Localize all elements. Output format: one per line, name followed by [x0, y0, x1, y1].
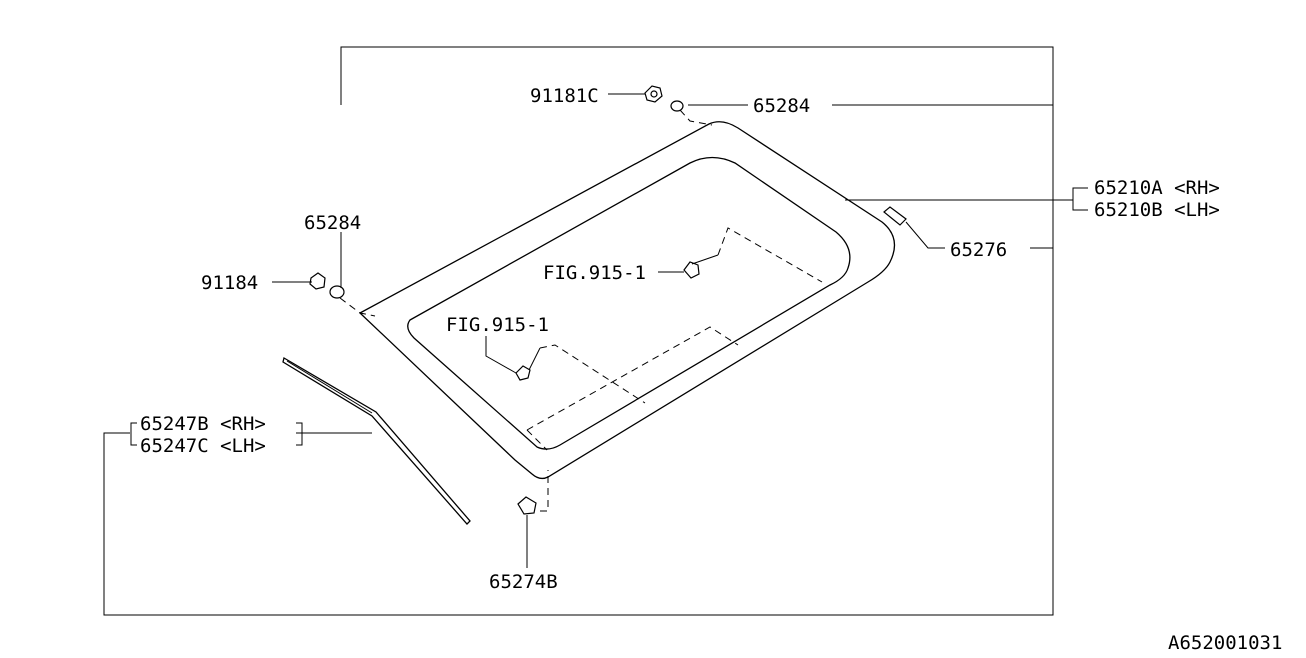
molding-strip	[282, 356, 471, 525]
label-65276: 65276	[950, 239, 1007, 261]
clip-91181c-part	[644, 85, 663, 103]
quarter-glass-panel	[358, 121, 896, 480]
label-65247b-rh: 65247B <RH>	[140, 413, 266, 435]
grommet-top-part	[670, 100, 684, 112]
label-65284-left: 65284	[304, 212, 361, 234]
molding-bracket	[130, 422, 303, 446]
fig-ref-lower-part	[515, 365, 531, 381]
label-65284-top: 65284	[753, 95, 810, 117]
clip-65274b-part	[517, 496, 537, 515]
label-fig-915-1-lower: FIG.915-1	[446, 314, 549, 336]
figure-code: A652001031	[1168, 632, 1282, 653]
frame-box	[103, 46, 1054, 616]
label-65210b-lh: 65210B <LH>	[1094, 199, 1220, 221]
dashed-connectors	[339, 109, 713, 512]
fig-ref-upper-part	[683, 261, 700, 279]
label-65247c-lh: 65247C <LH>	[140, 435, 266, 457]
clip-91184-part	[309, 272, 326, 290]
label-fig-915-1-upper: FIG.915-1	[543, 262, 646, 284]
dam-65276-part	[883, 206, 907, 226]
grommet-left-part	[329, 285, 345, 299]
label-91184: 91184	[201, 272, 258, 294]
leader-lines	[272, 93, 1088, 568]
label-65274b: 65274B	[489, 571, 558, 593]
label-65210a-rh: 65210A <RH>	[1094, 177, 1220, 199]
label-91181c: 91181C	[530, 85, 599, 107]
